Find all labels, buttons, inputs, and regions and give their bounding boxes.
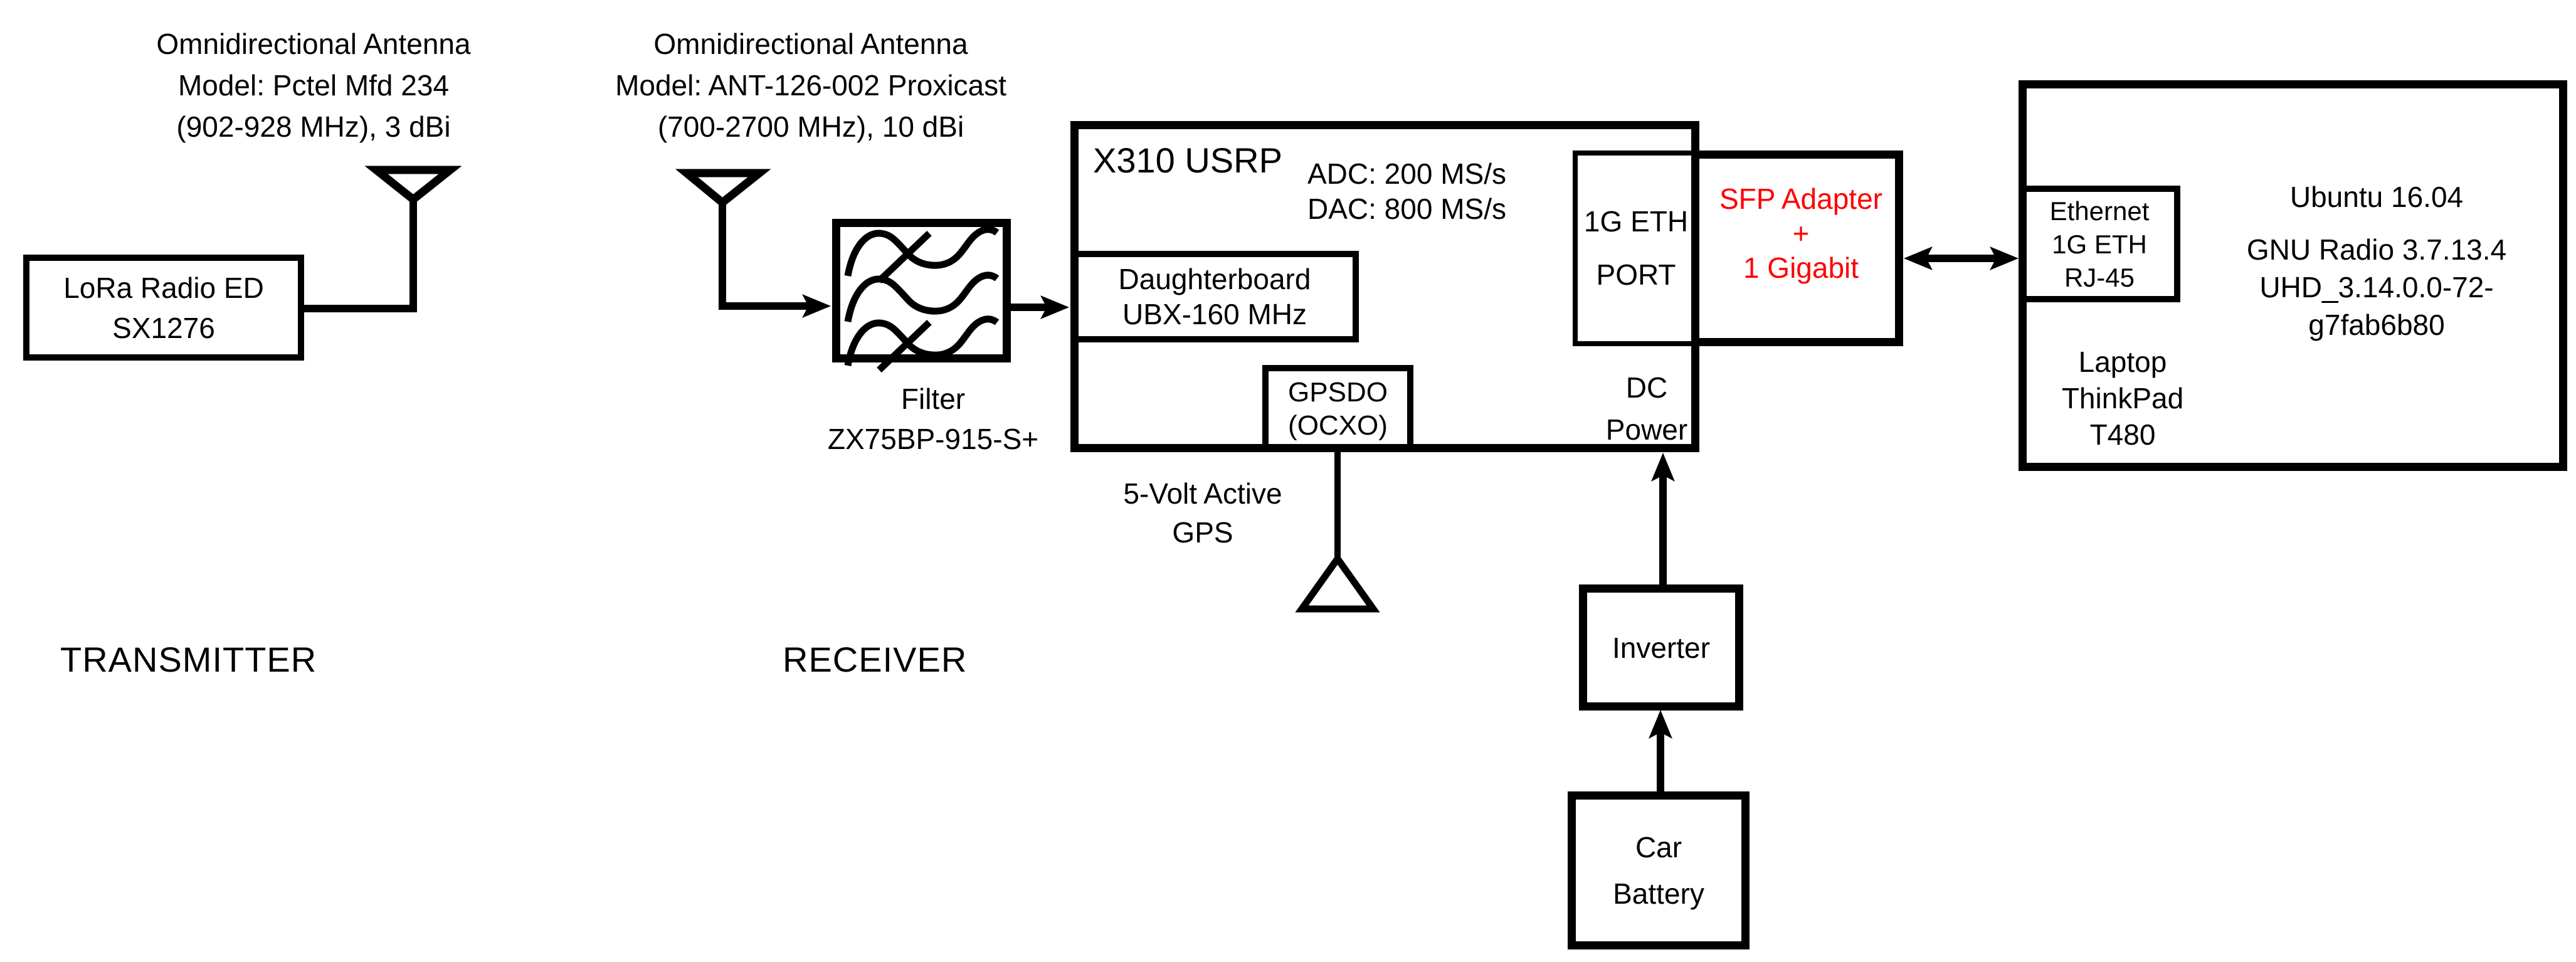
car-battery-box: Car Battery	[1568, 791, 1750, 949]
inverter-to-usrp-arrow	[1651, 453, 1675, 588]
transmitter-section-label: TRANSMITTER	[60, 640, 317, 679]
gpsdo-box: GPSDO (OCXO)	[1262, 365, 1413, 452]
usrp-eth-port-box: 1G ETH PORT	[1573, 151, 1699, 346]
sfp-adapter-box	[1691, 151, 1903, 346]
laptop-software-label: GNU Radio 3.7.13.4 UHD_3.14.0.0-72- g7fa…	[2247, 231, 2506, 344]
filter-name: Filter	[900, 383, 966, 415]
daughterboard-box: Daughterboard UBX-160 MHz	[1070, 251, 1359, 342]
rx-antenna-icon	[675, 169, 811, 310]
gps-antenna-label: 5-Volt Active GPS	[1123, 477, 1282, 549]
connector-lines	[304, 166, 2019, 791]
usrp-dc-power-label: DC Power	[1605, 371, 1688, 446]
tx-antenna-icon	[304, 166, 462, 312]
laptop-device-label: Laptop ThinkPad T480	[2061, 346, 2184, 451]
filter-box	[832, 219, 1011, 362]
laptop-eth-box: Ethernet 1G ETH RJ-45	[2019, 186, 2180, 302]
gps-antenna-icon	[1295, 451, 1380, 613]
sfp-adapter-label: SFP Adapter + 1 Gigabit	[1719, 182, 1882, 284]
uhd-version-line1: UHD_3.14.0.0-72-	[2259, 271, 2494, 304]
uhd-version-line2: g7fab6b80	[2308, 309, 2445, 341]
usrp-adc-rate: ADC: 200 MS/s	[1307, 157, 1506, 190]
filter-model: ZX75BP-915-S+	[827, 423, 1039, 455]
lora-radio-box: LoRa Radio ED SX1276	[23, 255, 304, 361]
filter-to-usrp-arrow	[1011, 295, 1069, 319]
receiver-section-label: RECEIVER	[783, 640, 968, 679]
usrp-sample-rates: ADC: 200 MS/s DAC: 800 MS/s	[1307, 156, 1506, 226]
rx-antenna-label: Omnidirectional Antenna Model: ANT-126-0…	[615, 28, 1006, 143]
lora-radio-name: LoRa Radio ED	[63, 271, 264, 304]
tx-antenna-label: Omnidirectional Antenna Model: Pctel Mfd…	[156, 28, 471, 143]
battery-to-inverter-arrow	[1649, 710, 1672, 791]
filter-label: Filter ZX75BP-915-S+	[828, 379, 1038, 459]
laptop-os-label: Ubuntu 16.04	[2289, 181, 2464, 213]
gnuradio-version: GNU Radio 3.7.13.4	[2246, 233, 2507, 266]
rx-antenna-arrowhead	[802, 294, 831, 318]
usrp-title: X310 USRP	[1093, 140, 1282, 180]
lora-radio-model: SX1276	[112, 311, 215, 344]
sfp-laptop-double-arrow	[1904, 246, 2019, 270]
filter-bandpass-icon	[844, 226, 1000, 373]
inverter-box: Inverter	[1579, 584, 1743, 711]
usrp-dac-rate: DAC: 800 MS/s	[1307, 193, 1506, 225]
